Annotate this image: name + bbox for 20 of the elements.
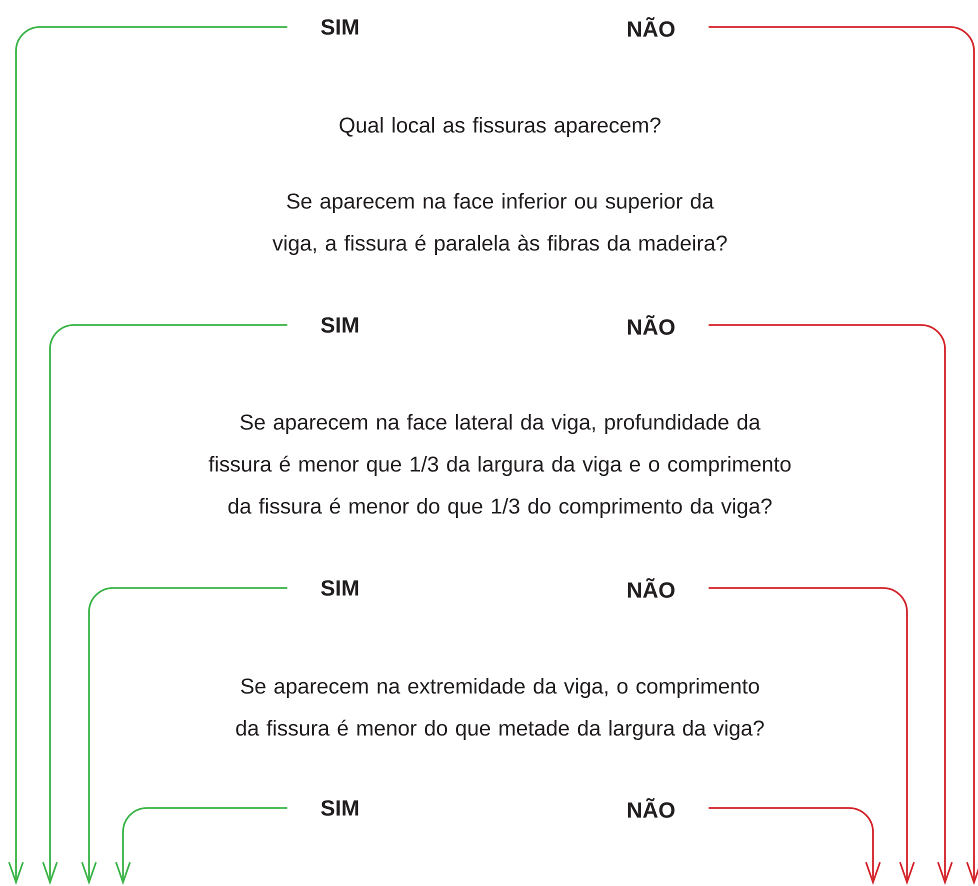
arrow bbox=[708, 587, 915, 885]
arrow bbox=[115, 807, 288, 885]
arrow bbox=[42, 324, 288, 885]
answer-label: NÃO bbox=[628, 315, 674, 335]
answer-label: SIM bbox=[321, 580, 358, 596]
arrow bbox=[708, 324, 953, 885]
arrow bbox=[81, 587, 288, 885]
answer-label: SIM bbox=[321, 317, 358, 333]
answer-label: NÃO bbox=[628, 578, 674, 598]
question-text: Se aparecem na extremidade da viga, o comprimento da fissura é menor do que metade da largura da viga? bbox=[236, 678, 764, 740]
question-text: Se aparecem na face lateral da viga, profundidade da fissura é menor que 1/3 da largura da viga e o comprimento da fissura é menor do que 1/3 do comprimento da viga? bbox=[208, 414, 791, 518]
arrow bbox=[8, 26, 288, 885]
question-text: Se aparecem na face inferior ou superior da viga, a fissura é paralela às fibras da madeira? bbox=[272, 192, 727, 256]
answer-label: SIM bbox=[321, 19, 358, 35]
answer-label: SIM bbox=[321, 800, 358, 816]
answer-label: NÃO bbox=[628, 798, 674, 818]
arrow bbox=[708, 807, 881, 885]
answer-label: NÃO bbox=[628, 17, 674, 37]
arrow bbox=[708, 26, 978, 885]
question-text: Qual local as fissuras aparecem? bbox=[340, 116, 660, 138]
